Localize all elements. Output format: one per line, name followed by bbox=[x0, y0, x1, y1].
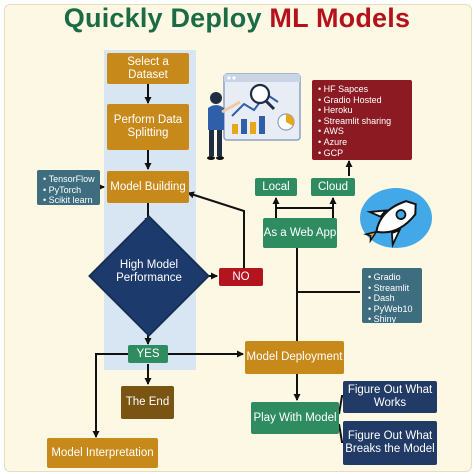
decision-high-model-performance: High Model Performance bbox=[116, 258, 182, 285]
library-item: PyTorch bbox=[43, 185, 94, 196]
step-perform-splitting: Perform Data Splitting bbox=[107, 104, 189, 150]
figure-out-breaks-box: Figure Out What Breaks the Model bbox=[343, 421, 437, 465]
cloud-platform-item: HF Sapces bbox=[318, 84, 406, 95]
step-model-building: Model Building bbox=[107, 171, 189, 203]
library-list: TensorFlow PyTorch Scikit learn bbox=[37, 170, 100, 205]
cloud-platform-item: Heroku bbox=[318, 105, 406, 116]
the-end-box: The End bbox=[121, 386, 174, 419]
model-deployment-box: Model Deployment bbox=[245, 341, 344, 374]
web-framework-item: PyWeb10 bbox=[368, 304, 416, 315]
step-select-dataset: Select a Dataset bbox=[107, 53, 189, 84]
title-part-2: ML Models bbox=[269, 3, 411, 33]
cloud-platform-item: GCP bbox=[318, 148, 406, 159]
figure-out-works-box: Figure Out What Works bbox=[343, 381, 437, 413]
cloud-platform-list: HF Sapces Gradio Hosted Heroku Streamlit… bbox=[312, 80, 412, 160]
arrow-yes-to-interpretation bbox=[92, 353, 128, 438]
library-item: Scikit learn bbox=[43, 195, 94, 206]
line-webapp-branches bbox=[275, 207, 334, 218]
no-label: NO bbox=[219, 268, 263, 286]
cloud-platform-item: Streamlit sharing bbox=[318, 116, 406, 127]
cloud-platform-item: AWS bbox=[318, 126, 406, 137]
local-box: Local bbox=[255, 178, 297, 196]
page-title: Quickly Deploy ML Models bbox=[0, 3, 474, 34]
cloud-box: Cloud bbox=[311, 178, 355, 196]
web-framework-item: Shiny bbox=[368, 314, 416, 325]
analyst-with-dashboard-illustration bbox=[207, 73, 301, 160]
play-with-model-box: Play With Model bbox=[251, 402, 339, 434]
cloud-platform-item: Azure bbox=[318, 137, 406, 148]
arrow-no-to-build bbox=[187, 191, 245, 268]
web-framework-list: Gradio Streamlit Dash PyWeb10 Shiny bbox=[362, 268, 422, 325]
rocket-launch-icon bbox=[360, 188, 432, 249]
title-part-1: Quickly Deploy bbox=[63, 3, 262, 33]
library-item: TensorFlow bbox=[43, 174, 95, 185]
cloud-platform-item: Gradio Hosted bbox=[318, 95, 406, 106]
web-framework-item: Streamlit bbox=[368, 283, 416, 294]
yes-label: YES bbox=[128, 345, 168, 363]
model-interpretation-box: Model Interpretation bbox=[47, 438, 158, 468]
web-app-box: As a Web App bbox=[263, 218, 337, 248]
web-framework-item: Gradio bbox=[368, 272, 416, 283]
web-framework-item: Dash bbox=[368, 293, 416, 304]
